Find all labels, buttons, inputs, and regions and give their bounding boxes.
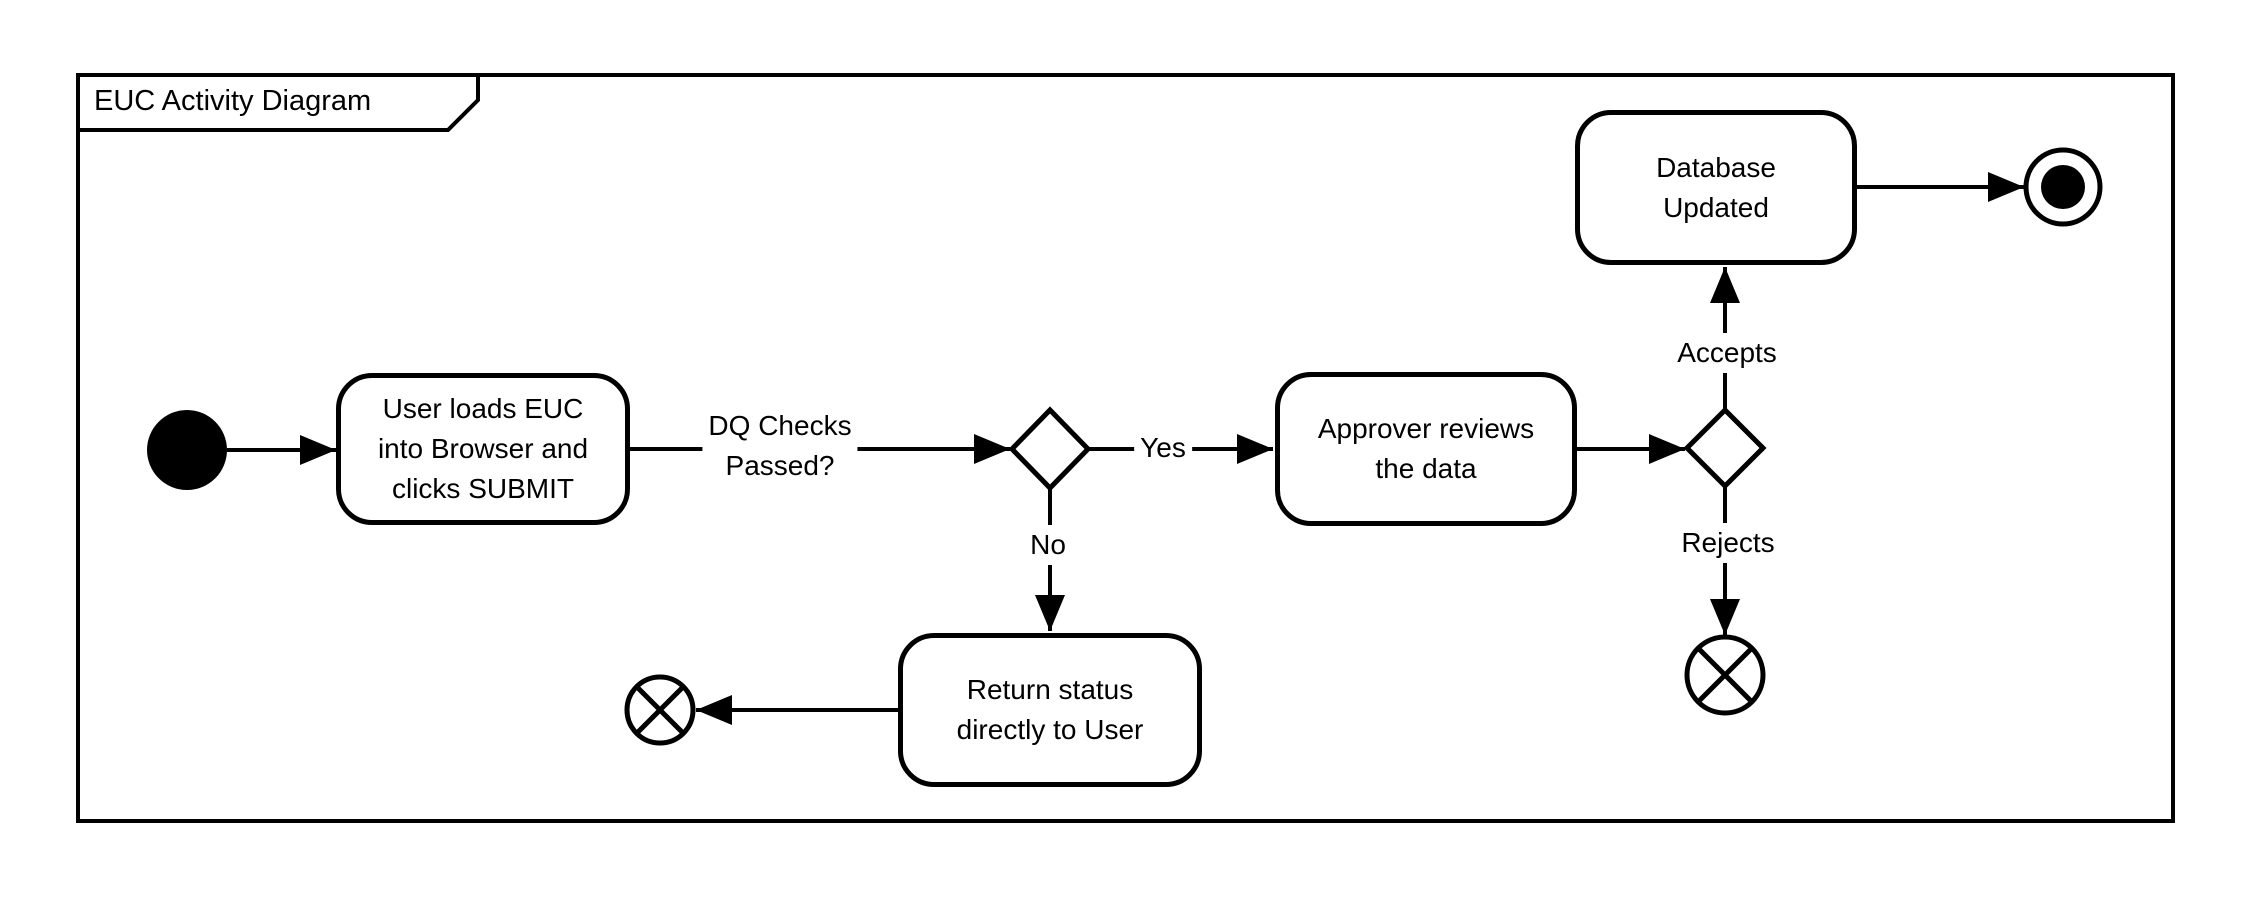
edge-label-yes: Yes <box>1134 428 1192 468</box>
activity-node-label: Approver reviews the data <box>1317 413 1535 484</box>
edge-label-rejects: Rejects <box>1675 523 1781 563</box>
frame-title: EUC Activity Diagram <box>94 84 372 117</box>
activity-node-label: User loads EUC into Browser and clicks S… <box>377 393 589 504</box>
flow-final-node-icon-right <box>1684 634 1766 716</box>
frame-title-tab <box>76 73 480 132</box>
activity-final-node-icon <box>2023 147 2103 227</box>
initial-node-icon <box>147 410 227 490</box>
decision-node-approver <box>1683 406 1767 490</box>
activity-node-approver-reviews: Approver reviews the data <box>1275 372 1577 526</box>
activity-node-return-status: Return status directly to User <box>898 633 1202 787</box>
activity-node-user-loads-euc: User loads EUC into Browser and clicks S… <box>336 373 630 525</box>
activity-node-label: Return status directly to User <box>956 674 1144 745</box>
edge-label-accepts: Accepts <box>1671 333 1783 373</box>
activity-node-database-updated: Database Updated <box>1575 110 1857 265</box>
decision-node-dq-checks <box>1008 406 1092 492</box>
diagram-frame <box>76 73 2175 823</box>
edge-label-no: No <box>1024 525 1072 565</box>
activity-node-label: Database Updated <box>1656 151 1776 223</box>
flow-final-node-icon-left <box>624 674 696 746</box>
edge-label-dq-checks-passed: DQ Checks Passed? <box>702 406 858 486</box>
